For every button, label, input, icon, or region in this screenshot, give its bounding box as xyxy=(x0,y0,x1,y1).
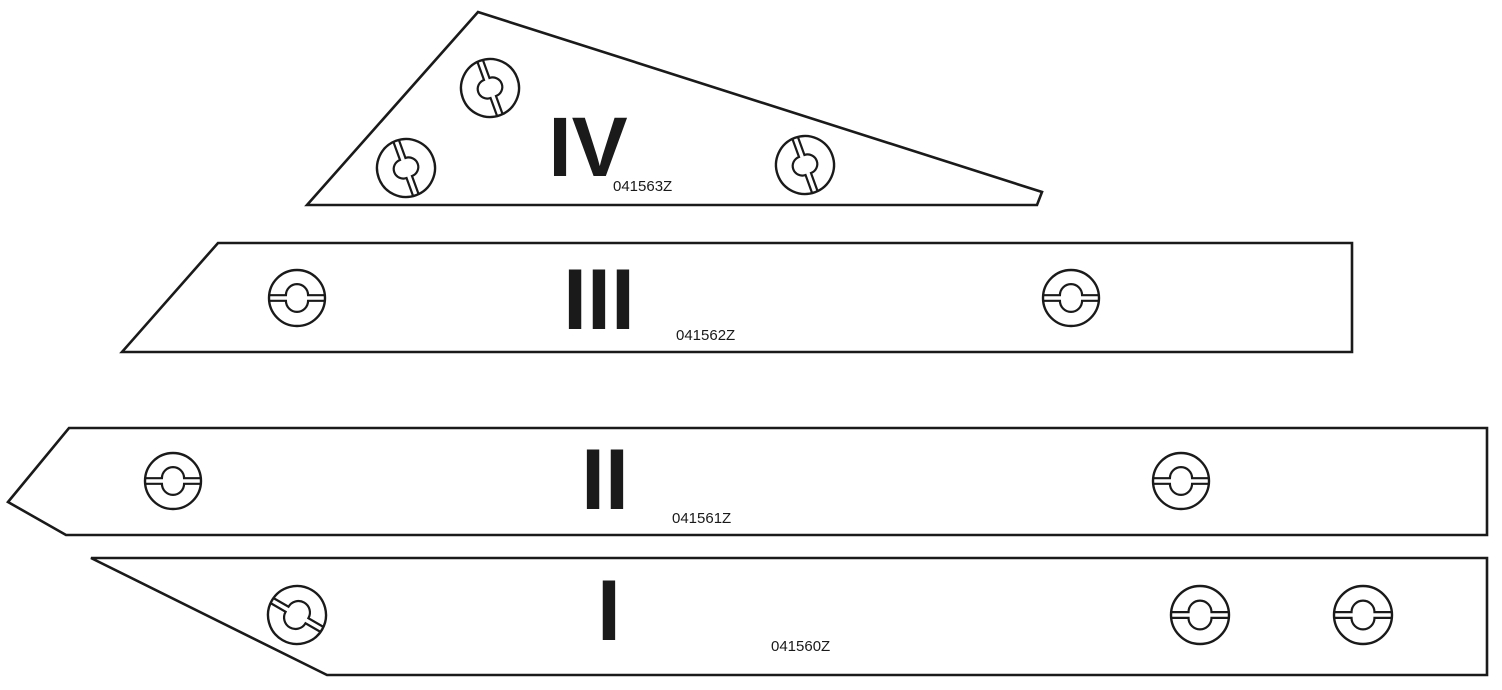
hole-key-line xyxy=(269,597,325,633)
part-ii-hole-1 xyxy=(143,451,203,511)
hole-ring xyxy=(1332,584,1394,646)
part-iv-hole-1 xyxy=(459,57,521,119)
hole-key-line xyxy=(145,466,201,496)
part-ii-code: 041561Z xyxy=(672,510,731,527)
part-ii-hole-2 xyxy=(1151,451,1211,511)
hole-ring xyxy=(143,451,203,511)
part-ii-numeral: II xyxy=(581,432,629,528)
hole-ring xyxy=(375,137,437,199)
hole-key-line xyxy=(1334,599,1392,631)
hole-key-line xyxy=(476,59,504,117)
part-i-numeral: I xyxy=(597,563,621,659)
part-i-hole-1 xyxy=(266,584,328,646)
hole-key-line xyxy=(1153,466,1209,496)
hole-key-line xyxy=(1043,283,1099,313)
hole-ring xyxy=(459,57,521,119)
hole-key-line xyxy=(392,139,420,197)
part-iv-hole-2 xyxy=(375,137,437,199)
part-i-hole-2 xyxy=(1169,584,1231,646)
part-iv-code: 041563Z xyxy=(613,178,672,195)
part-i-outline xyxy=(90,556,1489,677)
hole-ring xyxy=(267,268,327,328)
hole-ring xyxy=(1169,584,1231,646)
part-iii-hole-1 xyxy=(267,268,327,328)
part-i: I 041560Z xyxy=(90,556,1489,677)
part-iii-numeral: III xyxy=(563,252,635,348)
part-ii-outline xyxy=(6,426,1489,537)
part-iii-outline xyxy=(119,241,1354,354)
hole-ring xyxy=(1151,451,1211,511)
part-iii-hole-2 xyxy=(1041,268,1101,328)
part-i-hole-3 xyxy=(1332,584,1394,646)
part-iii-code: 041562Z xyxy=(676,327,735,344)
hole-ring xyxy=(1041,268,1101,328)
hole-ring xyxy=(266,584,328,646)
part-iv-numeral: IV xyxy=(548,100,627,194)
hole-ring xyxy=(774,134,836,196)
hole-key-line xyxy=(269,283,325,313)
part-i-code: 041560Z xyxy=(771,638,830,655)
part-ii: II 041561Z xyxy=(6,426,1489,537)
hole-key-line xyxy=(791,136,819,194)
part-iv-hole-3 xyxy=(774,134,836,196)
part-iii: III 041562Z xyxy=(119,241,1354,354)
part-iv: IV 041563Z xyxy=(304,10,1044,207)
hole-key-line xyxy=(1171,599,1229,631)
